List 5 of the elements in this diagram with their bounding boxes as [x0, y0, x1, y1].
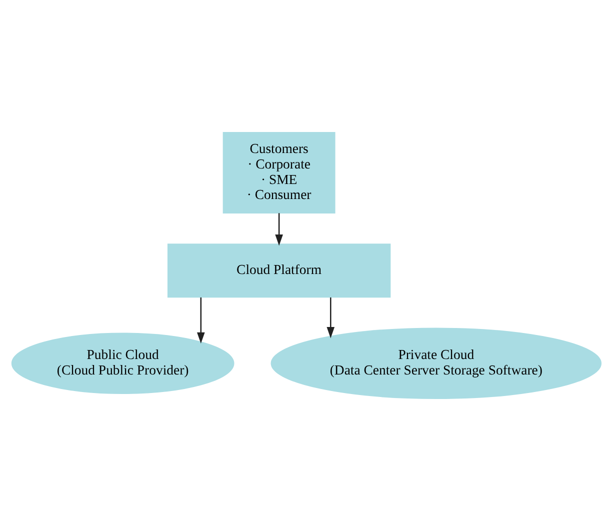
arrow — [326, 297, 335, 338]
arrow — [196, 297, 205, 344]
node-box: Cloud Platform — [167, 244, 391, 298]
node-box: Customers · Corporate · SME · Consumer — [222, 132, 336, 214]
arrow — [275, 213, 283, 246]
